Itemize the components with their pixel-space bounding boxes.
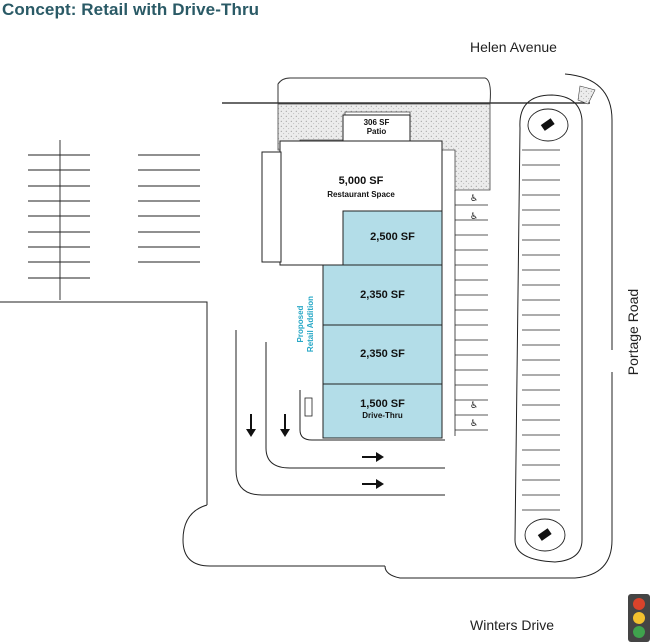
unit-2500-label: 2,500 SF [370, 231, 415, 243]
arrow-down-icon [246, 414, 256, 437]
unit-2350-a-label: 2,350 SF [360, 289, 405, 301]
arrow-right-icon [362, 479, 384, 489]
arrow-right-icon [362, 452, 384, 462]
drive-thru-window [304, 397, 313, 417]
unit-1500-label: 1,500 SF Drive-Thru [323, 398, 442, 422]
portage-road-curb [384, 73, 613, 579]
arrow-down-icon [280, 414, 290, 437]
east-lot-curb [514, 94, 583, 563]
restaurant-name: Restaurant Space [327, 190, 395, 199]
building-east-stalls [454, 190, 488, 436]
west-lot-outline [0, 301, 208, 505]
svg-text:♿: ♿ [470, 419, 478, 429]
island-marker [540, 118, 555, 131]
unit-2350-b [322, 324, 443, 385]
portage-corner-planter [577, 85, 596, 105]
restaurant-area: 5,000 SF [338, 175, 384, 187]
patio [342, 114, 411, 142]
unit-1500-name: Drive-Thru [362, 411, 403, 420]
island-marker [537, 528, 552, 541]
street-label-south: Winters Drive [470, 617, 555, 633]
unit-2350-b-label: 2,350 SF [360, 348, 405, 360]
patio-label: 306 SF Patio [343, 118, 410, 136]
page-title: Concept: Retail with Drive-Thru [2, 0, 260, 19]
svg-text:♿: ♿ [470, 194, 478, 204]
svg-text:♿: ♿ [470, 401, 478, 411]
unit-1500-area: 1,500 SF [360, 398, 405, 410]
unit-1500-drive-thru [322, 383, 443, 439]
portage-stalls [522, 149, 560, 511]
accessible-parking-icon: ♿ ♿ ♿ ♿ [470, 194, 478, 429]
svg-text:♿: ♿ [470, 212, 478, 222]
patio-name: Patio [366, 127, 387, 136]
traffic-light-icon [628, 594, 650, 642]
north-planter [277, 77, 491, 104]
patio-area: 306 SF [363, 118, 390, 127]
proposed-addition-line1: Proposed [296, 305, 305, 343]
drive-thru-lanes [235, 330, 445, 496]
street-label-north: Helen Avenue [470, 39, 557, 55]
proposed-addition-label: Proposed Retail Addition [296, 284, 316, 364]
south-west-curb [182, 504, 385, 567]
street-label-east: Portage Road [625, 288, 642, 376]
unit-2500 [342, 210, 443, 266]
proposed-addition-line2: Retail Addition [306, 295, 315, 353]
restaurant-side-wing [261, 151, 282, 263]
west-parking-stalls [28, 140, 200, 300]
restaurant-label: 5,000 SF Restaurant Space [280, 175, 442, 201]
unit-2350-a [322, 264, 443, 326]
